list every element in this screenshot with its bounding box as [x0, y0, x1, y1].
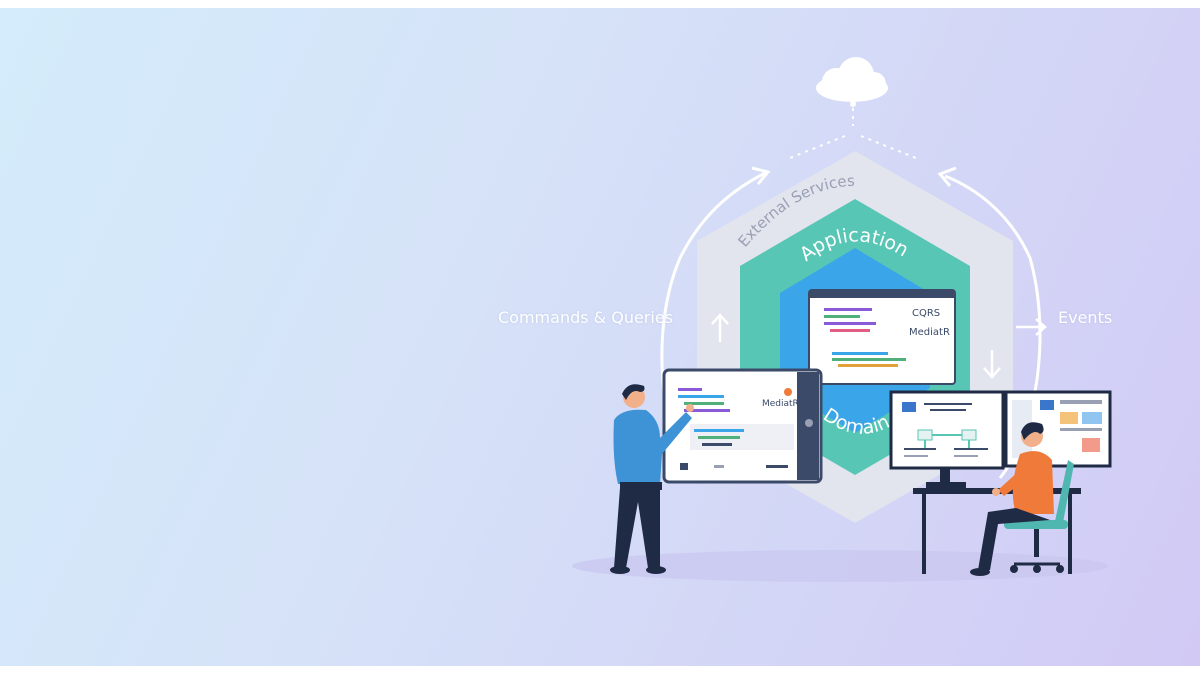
tablet-screen	[662, 368, 823, 484]
arrow-down-icon	[983, 350, 1001, 379]
left-curved-arrowhead	[751, 166, 771, 185]
right-curved-arrowhead	[937, 166, 957, 187]
architecture-diagram: External Services Application Domain	[572, 57, 1112, 582]
diagram-canvas: External Services Application Domain	[0, 8, 1200, 666]
center-code-screen	[808, 289, 956, 385]
center-screen-line2: MediatR	[909, 327, 950, 338]
cloud-dotted-links	[789, 108, 917, 159]
person-coding	[970, 422, 1054, 576]
desk-monitor-left	[889, 390, 1005, 470]
commands-queries-label: Commands & Queries	[498, 308, 673, 327]
center-screen-line1: CQRS	[912, 308, 940, 319]
tablet-screen-line1: MediatR	[762, 399, 799, 409]
person-presenting	[610, 384, 694, 574]
arrow-right-icon	[1016, 318, 1047, 336]
arrow-up-icon	[711, 313, 729, 342]
cloud-icon	[816, 57, 888, 107]
events-label: Events	[1058, 308, 1113, 327]
